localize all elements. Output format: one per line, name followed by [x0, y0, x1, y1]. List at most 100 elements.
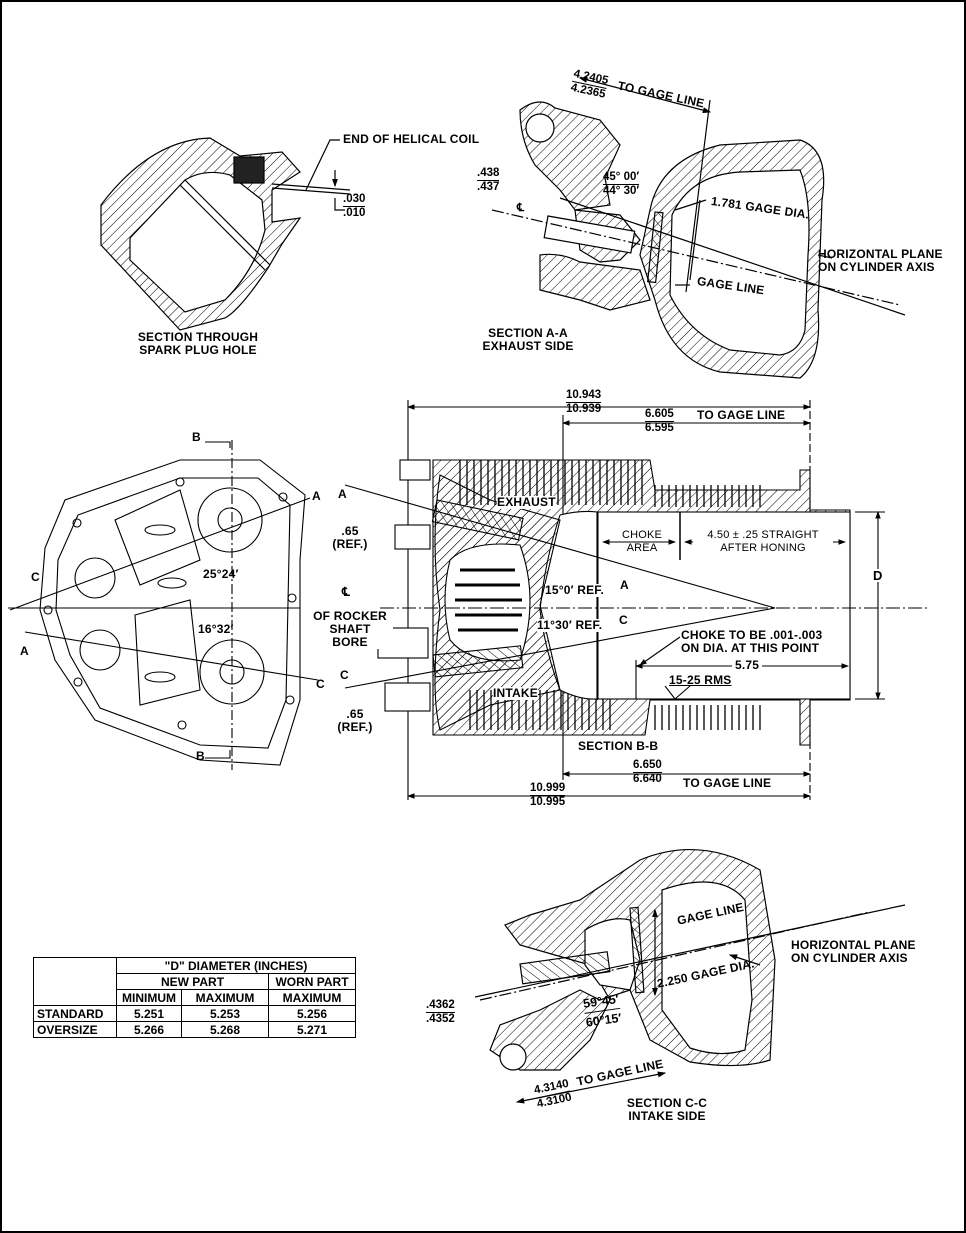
- table-row: OVERSIZE 5.266 5.268 5.271: [33, 1021, 356, 1038]
- rms-finish: 15-25 RMS: [669, 673, 732, 687]
- title-line: SECTION A-A: [488, 326, 568, 340]
- cell-min: 5.251: [116, 1005, 182, 1022]
- col-worn-maximum: MAXIMUM: [268, 989, 356, 1006]
- title-line: SPARK PLUG HOLE: [139, 343, 257, 357]
- bb-bottom-overall-lower: 10.995: [530, 796, 566, 808]
- table-corner-cell: [33, 957, 117, 1006]
- title-line: EXHAUST SIDE: [482, 339, 574, 353]
- title-line: SECTION THROUGH: [137, 330, 259, 344]
- cc-angle-upper: 59°45′: [582, 990, 621, 1014]
- bb-bottom-gage-upper: 6.650: [633, 759, 662, 773]
- cell-max: 5.268: [181, 1021, 269, 1038]
- bb-mark-a-right: A: [620, 578, 629, 592]
- label-line: ON CYLINDER AXIS: [818, 260, 935, 274]
- table-row: STANDARD 5.251 5.253 5.256: [33, 1005, 356, 1022]
- bb-overall-dim: 10.943 10.939: [566, 389, 602, 416]
- bb-bottom-gage-lower: 6.640: [633, 773, 662, 785]
- aa-horizontal-plane: HORIZONTAL PLANE ON CYLINDER AXIS: [818, 248, 943, 274]
- coil-dimension: .030 .010: [343, 193, 366, 220]
- title-line: SECTION C-C: [626, 1096, 708, 1110]
- table-title: "D" DIAMETER (INCHES): [116, 957, 356, 974]
- label-line: .65: [346, 707, 364, 721]
- intake-label: INTAKE: [493, 686, 538, 700]
- group-new-part: NEW PART: [116, 973, 269, 990]
- section-aa-drawing: [491, 76, 906, 379]
- cell-min: 5.266: [116, 1021, 182, 1038]
- table-header-row: "D" DIAMETER (INCHES): [33, 957, 356, 1006]
- choke-area-label: CHOKE AREA: [614, 529, 670, 555]
- bb-bottom-gage-dim: 6.650 6.640: [633, 759, 662, 786]
- label-line: AFTER HONING: [720, 542, 806, 554]
- cc-bore-lower: .4352: [426, 1013, 455, 1025]
- group-worn-part: WORN PART: [268, 973, 356, 990]
- coil-dim-upper: .030: [343, 193, 366, 207]
- d-diameter-table: "D" DIAMETER (INCHES) NEW PART WORN PART…: [33, 957, 356, 1038]
- label-line: SHAFT: [329, 622, 371, 636]
- angle-16-32: 16°32′: [198, 622, 234, 636]
- label-line: ON DIA. AT THIS POINT: [681, 641, 820, 655]
- label-line: CHOKE: [621, 529, 663, 541]
- cell-max: 5.253: [181, 1005, 269, 1022]
- label-line: HORIZONTAL PLANE: [791, 938, 916, 952]
- coil-dim-lower: .010: [343, 207, 366, 219]
- bb-gage-lower: 6.595: [645, 422, 674, 434]
- cc-to-gage-fraction: 4.3140 4.3100: [533, 1077, 573, 1112]
- section-cc-drawing: [474, 848, 906, 1104]
- aa-centerline-symbol: ℄: [517, 202, 525, 214]
- cc-angle-dim: 59°45′ 60°15′: [582, 990, 623, 1032]
- cc-bore-upper: .4362: [426, 999, 455, 1013]
- bb-overall-lower: 10.939: [566, 403, 602, 415]
- label-line: BORE: [332, 635, 368, 649]
- cell-worn-max: 5.271: [268, 1021, 356, 1038]
- section-mark-b-top: B: [192, 430, 201, 444]
- helical-coil-callout: END OF HELICAL COIL: [343, 132, 480, 146]
- aa-angle-lower: 44° 30′: [603, 185, 640, 197]
- label-line: ON CYLINDER AXIS: [791, 951, 908, 965]
- section-mark-b-bottom: B: [196, 749, 205, 763]
- section-bb-drawing: [344, 400, 930, 800]
- choke-note: CHOKE TO BE .001-.003 ON DIA. AT THIS PO…: [681, 628, 823, 655]
- title-line: INTAKE SIDE: [628, 1109, 706, 1123]
- dim-5-75: 5.75: [732, 659, 763, 672]
- section-cc-title: SECTION C-C INTAKE SIDE: [622, 1097, 712, 1123]
- bb-mark-c-left: C: [340, 668, 349, 682]
- label-line: (REF.): [332, 537, 368, 551]
- label-line: HORIZONTAL PLANE: [818, 247, 943, 261]
- rocker-shaft-bore-label: OF ROCKER SHAFT BORE: [307, 610, 393, 649]
- section-mark-a-right: A: [312, 489, 321, 503]
- angle-25-24: 25°24′: [203, 567, 239, 581]
- ref-65-bottom: .65 (REF.): [330, 708, 380, 734]
- cell-worn-max: 5.256: [268, 1005, 356, 1022]
- exhaust-label: EXHAUST: [497, 495, 556, 509]
- row-label: STANDARD: [33, 1005, 117, 1022]
- bb-mark-a-upper: A: [338, 487, 347, 501]
- section-bb-title: SECTION B-B: [578, 739, 659, 753]
- aa-bore-dim: .438 .437: [477, 167, 500, 194]
- bb-to-gage-bottom: TO GAGE LINE: [683, 776, 772, 790]
- bb-to-gage-top: TO GAGE LINE: [694, 409, 789, 422]
- col-minimum: MINIMUM: [116, 989, 182, 1006]
- ref-65-top: .65 (REF.): [325, 525, 375, 551]
- label-line: AREA: [626, 542, 658, 554]
- bb-bottom-overall-dim: 10.999 10.995: [530, 782, 566, 809]
- row-label: OVERSIZE: [33, 1021, 117, 1038]
- aa-bore-upper: .438: [477, 167, 500, 181]
- aa-angle-upper: 45° 00′: [603, 171, 640, 185]
- diameter-d-label: D: [873, 568, 883, 583]
- rocker-centerline-symbol: ℄: [342, 585, 350, 599]
- angle-11-30-ref: 11°30′ REF.: [537, 618, 603, 632]
- label-line: CHOKE TO BE .001-.003: [681, 628, 823, 642]
- section-mark-c-right: C: [316, 677, 325, 691]
- label-line: (REF.): [337, 720, 373, 734]
- cc-bore-dim: .4362 .4352: [426, 999, 455, 1026]
- aa-angle-dim: 45° 00′ 44° 30′: [603, 171, 640, 198]
- bb-bottom-overall-upper: 10.999: [530, 782, 566, 796]
- section-mark-c-left: C: [31, 570, 40, 584]
- bb-gage-upper: 6.605: [645, 408, 674, 422]
- label-line: 4.50 ± .25 STRAIGHT: [707, 529, 819, 541]
- col-maximum: MAXIMUM: [181, 989, 269, 1006]
- straight-after-honing-label: 4.50 ± .25 STRAIGHT AFTER HONING: [693, 529, 833, 555]
- bb-mark-c-right: C: [619, 613, 628, 627]
